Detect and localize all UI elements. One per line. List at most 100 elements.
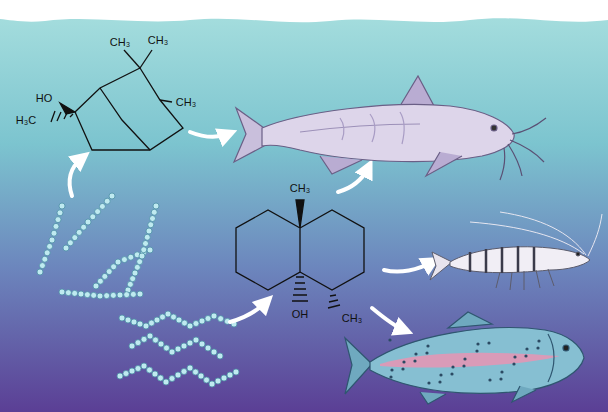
arrow	[384, 262, 432, 272]
spot	[476, 342, 479, 345]
filament-cell	[137, 259, 143, 265]
atom-label: HO	[36, 93, 53, 104]
filament-cell	[125, 317, 131, 323]
anal-fin	[420, 392, 446, 404]
spot	[425, 351, 428, 354]
lateral-line	[300, 124, 420, 132]
filament-cell	[110, 292, 116, 298]
spot	[388, 338, 391, 341]
filament-cell	[117, 292, 123, 298]
atom-label: CH₃	[148, 35, 168, 46]
filament-cell	[90, 214, 96, 220]
filament-cell	[78, 291, 84, 297]
arrow	[230, 302, 266, 322]
microbe-filaments	[37, 193, 239, 387]
spot	[414, 352, 417, 355]
hashed-bond	[51, 111, 73, 122]
pink-stripe	[380, 353, 560, 368]
eye	[491, 125, 497, 131]
filament-cell	[193, 321, 199, 327]
filament-cell	[102, 273, 108, 279]
spot	[512, 362, 515, 365]
filament-cell	[81, 224, 87, 230]
body-marks	[340, 112, 404, 144]
filament-cell	[85, 219, 91, 225]
filament-cell	[106, 269, 112, 275]
atom-label: CH₃	[342, 313, 362, 324]
filament-cell	[124, 292, 130, 298]
filament-cell	[49, 237, 55, 243]
spot	[426, 344, 429, 347]
filament-cell	[176, 317, 182, 323]
filament-cell	[215, 378, 221, 384]
arrow	[338, 168, 368, 192]
filament-cell	[147, 367, 153, 373]
anal-fin	[320, 156, 362, 174]
spot	[524, 354, 527, 357]
left-ring	[236, 210, 300, 290]
filament-cell	[153, 337, 159, 343]
catfish-body	[262, 104, 514, 161]
pectoral-fin	[426, 152, 462, 176]
mib-structure	[51, 50, 183, 150]
filament-cell	[129, 368, 135, 374]
filament-cell	[55, 217, 61, 223]
filament-cell	[141, 247, 147, 253]
shrimp-body	[450, 247, 590, 273]
spot	[439, 373, 442, 376]
atom-label: CH₃	[110, 37, 130, 48]
filament-cell	[121, 257, 127, 263]
filament-cell	[146, 228, 152, 234]
right-ring	[300, 210, 364, 290]
spot	[413, 359, 416, 362]
spot	[451, 365, 454, 368]
eye	[563, 345, 569, 351]
filament-cell	[205, 316, 211, 322]
filament-cell	[97, 278, 103, 284]
filament-cell	[44, 250, 50, 256]
filament-cell	[169, 376, 175, 382]
filament-cell	[130, 291, 136, 297]
spot	[438, 380, 441, 383]
filament-cell	[227, 372, 233, 378]
filament-cell	[181, 343, 187, 349]
trout-body	[370, 328, 584, 394]
filament-cell	[123, 371, 129, 377]
methyl-bond	[140, 50, 152, 68]
filament-cell	[111, 264, 117, 270]
filament-cell	[104, 293, 110, 299]
filament-cell	[67, 240, 73, 246]
filament-cell	[164, 345, 170, 351]
filament-cell	[221, 375, 227, 381]
filament-cell	[205, 345, 211, 351]
methyl-bond	[160, 100, 172, 102]
filament-cell	[39, 263, 45, 269]
filament-cell	[143, 323, 149, 329]
filament-cell	[193, 369, 199, 375]
wedge-bond	[296, 200, 304, 228]
filament-cell	[109, 193, 115, 199]
filament-cell	[95, 209, 101, 215]
filament-cell	[134, 264, 140, 270]
filament-cell	[119, 315, 125, 321]
filament-cell	[127, 281, 133, 287]
barbels	[500, 118, 546, 180]
shrimp	[430, 212, 602, 290]
filament-cell	[175, 372, 181, 378]
pelvic-fin	[512, 386, 536, 402]
filament-cell	[217, 353, 223, 359]
filament-cell	[141, 336, 147, 342]
filament-cell	[193, 337, 199, 343]
filament-cell	[53, 223, 59, 229]
spot	[463, 357, 466, 360]
filament-cell	[163, 379, 169, 385]
filament-cell	[91, 292, 97, 298]
filament-cell	[130, 276, 136, 282]
filament-cell	[150, 216, 156, 222]
filament-cell	[218, 316, 224, 322]
filament-cell	[104, 198, 110, 204]
eye	[576, 252, 580, 256]
spot	[513, 355, 516, 358]
